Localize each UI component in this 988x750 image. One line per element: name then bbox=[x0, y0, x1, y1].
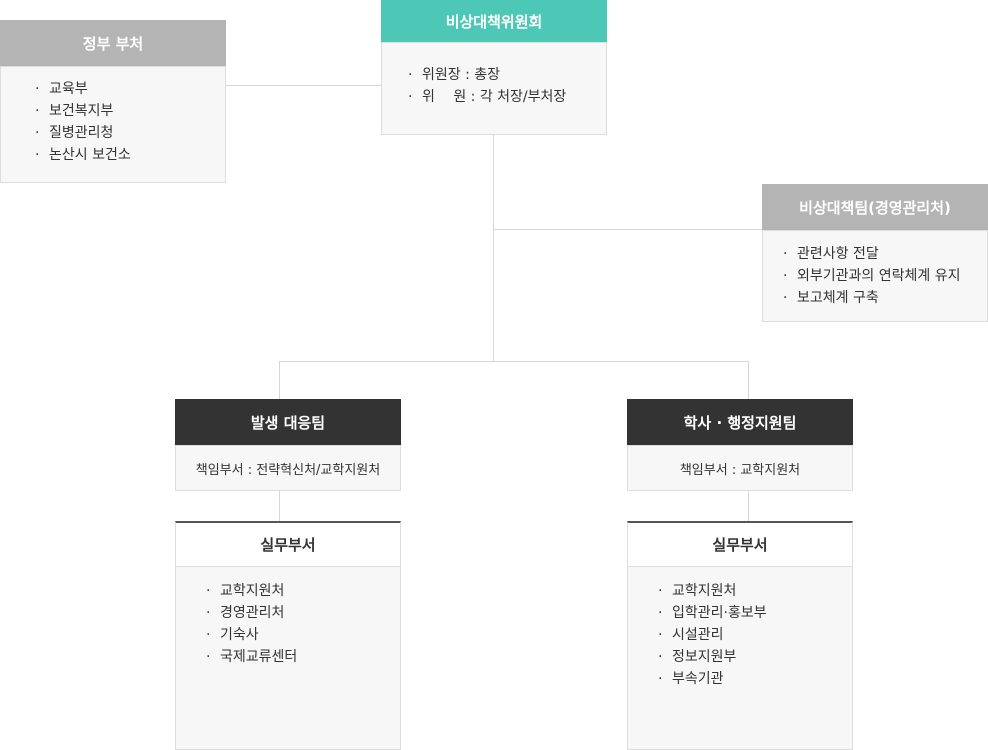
academic-working-list: ·교학지원처 ·입학관리·홍보부 ·시설관리 ·정보지원부 ·부속기관 bbox=[658, 580, 767, 690]
outbreak-working-list: ·교학지원처 ·경영관리처 ·기숙사 ·국제교류센터 bbox=[206, 580, 297, 668]
connector-branch-right bbox=[748, 361, 749, 400]
list-item: ·위원장 : 총장 bbox=[408, 67, 501, 83]
government-list: ·교육부 ·보건복지부 ·질병관리청 ·논산시 보건소 bbox=[35, 78, 131, 166]
list-item: ·경영관리처 bbox=[206, 605, 285, 621]
list-item: ·시설관리 bbox=[658, 627, 724, 643]
task-team-body: ·관련사항 전달 ·외부기관과의 연락체계 유지 ·보고체계 구축 bbox=[762, 230, 988, 322]
connector-branch-horizontal bbox=[279, 361, 749, 362]
committee-body: ·위원장 : 총장 ·위 원 : 각 처장/부처장 bbox=[381, 42, 607, 135]
task-team-list: ·관련사항 전달 ·외부기관과의 연락체계 유지 ·보고체계 구축 bbox=[783, 243, 960, 309]
list-item: ·보고체계 구축 bbox=[783, 290, 879, 306]
connector-trunk-taskteam bbox=[493, 229, 763, 230]
academic-working-title: 실무부서 bbox=[628, 523, 852, 567]
outbreak-team-title: 발생 대응팀 bbox=[175, 399, 401, 445]
outbreak-working-title: 실무부서 bbox=[176, 523, 400, 567]
task-team-title: 비상대책팀(경영관리처) bbox=[762, 184, 988, 230]
outbreak-working-box: 실무부서 ·교학지원처 ·경영관리처 ·기숙사 ·국제교류센터 bbox=[175, 521, 401, 750]
list-item: ·외부기관과의 연락체계 유지 bbox=[783, 268, 961, 284]
academic-team-title: 학사 · 행정지원팀 bbox=[627, 399, 853, 445]
connector-right-working bbox=[748, 490, 749, 522]
list-item: ·입학관리·홍보부 bbox=[658, 605, 767, 621]
list-item: ·부속기관 bbox=[658, 671, 724, 687]
list-item: ·기숙사 bbox=[206, 627, 259, 643]
list-item: ·논산시 보건소 bbox=[35, 147, 131, 163]
government-box: 정부 부처 ·교육부 ·보건복지부 ·질병관리청 ·논산시 보건소 bbox=[0, 20, 226, 183]
list-item: ·위 원 : 각 처장/부처장 bbox=[408, 89, 567, 105]
committee-box: 비상대책위원회 ·위원장 : 총장 ·위 원 : 각 처장/부처장 bbox=[381, 0, 607, 135]
committee-title: 비상대책위원회 bbox=[381, 0, 607, 42]
academic-team-box: 학사 · 행정지원팀 책임부서 : 교학지원처 bbox=[627, 399, 853, 491]
list-item: ·정보지원부 bbox=[658, 649, 737, 665]
connector-branch-left bbox=[279, 361, 280, 400]
academic-working-box: 실무부서 ·교학지원처 ·입학관리·홍보부 ·시설관리 ·정보지원부 ·부속기관 bbox=[627, 521, 853, 750]
task-team-box: 비상대책팀(경영관리처) ·관련사항 전달 ·외부기관과의 연락체계 유지 ·보… bbox=[762, 184, 988, 322]
list-item: ·교학지원처 bbox=[206, 583, 285, 599]
committee-list: ·위원장 : 총장 ·위 원 : 각 처장/부처장 bbox=[408, 64, 566, 108]
connector-committee-trunk bbox=[493, 134, 494, 362]
list-item: ·교육부 bbox=[35, 81, 88, 97]
list-item: ·관련사항 전달 bbox=[783, 246, 879, 262]
list-item: ·보건복지부 bbox=[35, 103, 114, 119]
list-item: ·교학지원처 bbox=[658, 583, 737, 599]
outbreak-team-responsible: 책임부서 : 전략혁신처/교학지원처 bbox=[175, 445, 401, 491]
list-item: ·국제교류센터 bbox=[206, 649, 298, 665]
list-item: ·질병관리청 bbox=[35, 125, 114, 141]
academic-team-responsible: 책임부서 : 교학지원처 bbox=[627, 445, 853, 491]
connector-government-committee bbox=[225, 85, 382, 86]
government-title: 정부 부처 bbox=[0, 20, 226, 66]
connector-left-working bbox=[279, 490, 280, 522]
outbreak-team-box: 발생 대응팀 책임부서 : 전략혁신처/교학지원처 bbox=[175, 399, 401, 491]
government-body: ·교육부 ·보건복지부 ·질병관리청 ·논산시 보건소 bbox=[0, 66, 226, 183]
